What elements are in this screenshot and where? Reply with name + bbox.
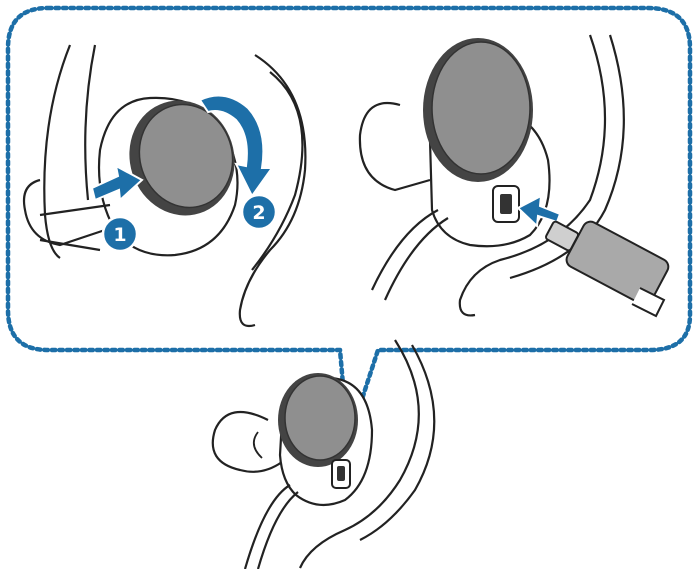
step-badge-1: 1 <box>103 217 137 251</box>
eartip-outline <box>360 103 430 190</box>
panel-connect-cable <box>360 35 671 316</box>
charging-port-icon <box>493 186 519 222</box>
eartip-outline <box>213 412 282 472</box>
step-number-2: 2 <box>252 202 265 224</box>
earhook-outline <box>44 45 95 258</box>
earphone-overview <box>213 340 434 569</box>
step-number-1: 1 <box>113 224 126 246</box>
panel-remove-cover: 1 2 <box>24 45 305 326</box>
cable-outline <box>245 485 298 569</box>
charging-port-icon <box>332 460 350 488</box>
step-badge-2: 2 <box>242 195 276 229</box>
round-cover-face <box>285 376 355 460</box>
usb-cable-icon <box>545 219 671 316</box>
round-cover-face <box>432 42 530 174</box>
